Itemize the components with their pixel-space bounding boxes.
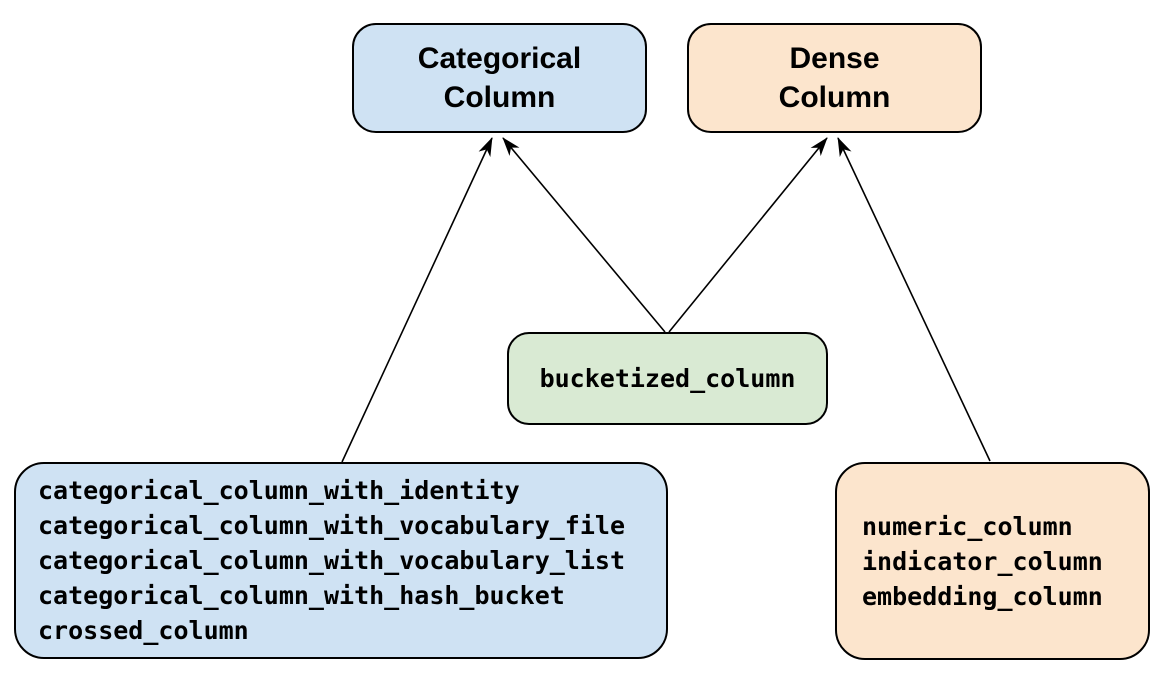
categorical-source-item: categorical_column_with_hash_bucket xyxy=(38,581,565,610)
categorical-sources-node: categorical_column_with_identity categor… xyxy=(14,462,668,659)
categorical-source-item: crossed_column xyxy=(38,616,249,645)
dense-column-title-line2: Column xyxy=(778,81,891,114)
categorical-source-item: categorical_column_with_vocabulary_list xyxy=(38,546,625,575)
dense-source-item: indicator_column xyxy=(862,546,1103,576)
bucketized-column-label: bucketized_column xyxy=(539,364,796,393)
edge-bucketized-to-categorical-column xyxy=(502,137,666,333)
dense-column-title-line1: Dense xyxy=(789,42,880,75)
categorical-column-title-line1: Categorical xyxy=(417,42,582,75)
edge-dense-sources-to-dense-column xyxy=(837,137,991,462)
categorical-source-item: categorical_column_with_identity xyxy=(38,476,520,505)
categorical-column-node: Categorical Column xyxy=(352,23,647,133)
dense-source-item: numeric_column xyxy=(862,511,1073,541)
categorical-column-title-line2: Column xyxy=(443,81,556,114)
dense-sources-node: numeric_column indicator_column embeddin… xyxy=(835,462,1150,660)
dense-source-item: embedding_column xyxy=(862,581,1103,611)
edge-categorical-sources-to-categorical-column xyxy=(341,137,493,463)
categorical-source-item: categorical_column_with_vocabulary_file xyxy=(38,511,625,540)
dense-column-node: Dense Column xyxy=(687,23,982,133)
bucketized-column-node: bucketized_column xyxy=(507,332,828,425)
edge-bucketized-to-dense-column xyxy=(668,137,828,333)
